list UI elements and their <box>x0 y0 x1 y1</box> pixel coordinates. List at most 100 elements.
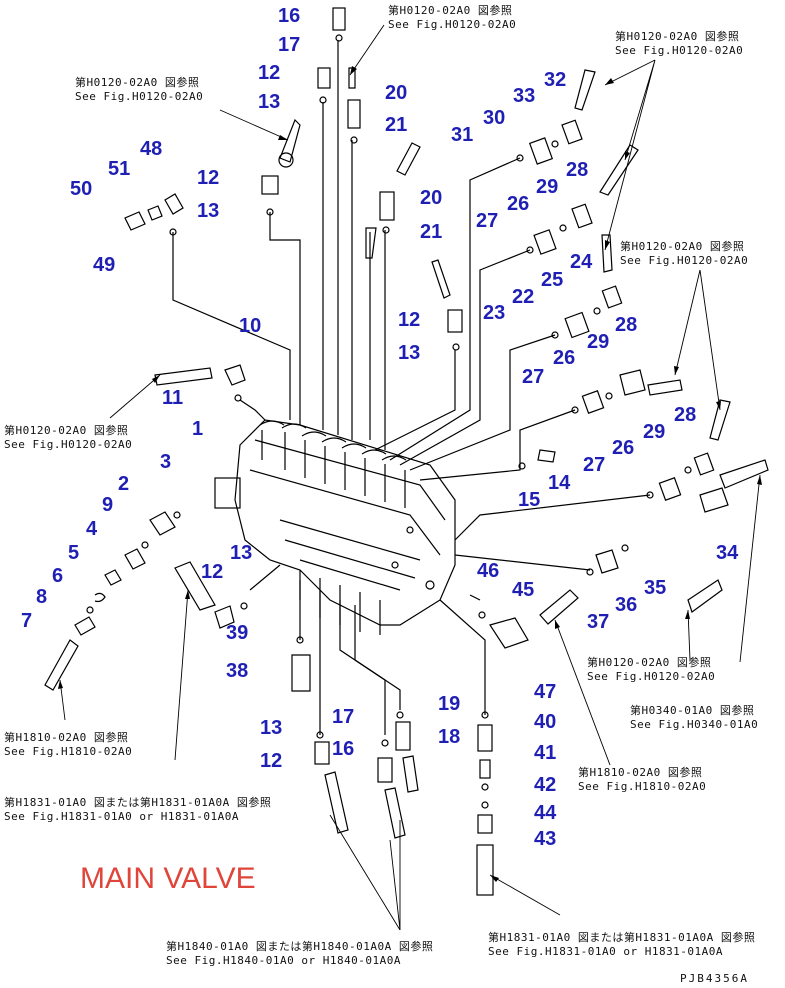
callout-9: 9 <box>102 494 114 516</box>
callout-3: 3 <box>160 451 172 473</box>
ref-en: See Fig.H0340-01A0 <box>630 718 759 731</box>
callout-26: 26 <box>612 437 635 459</box>
callout-29: 29 <box>643 421 666 443</box>
ref-jp: 第H1831-01A0 図または第H1831-01A0A 図参照 <box>4 796 272 809</box>
ref-en: See Fig.H1810-02A0 <box>4 745 133 758</box>
callout-29: 29 <box>587 331 610 353</box>
callout-20: 20 <box>385 82 408 104</box>
callout-17: 17 <box>332 706 355 728</box>
ref-h0340: 第H0340-01A0 図参照 See Fig.H0340-01A0 <box>630 704 758 732</box>
callout-48: 48 <box>140 138 163 160</box>
callout-35: 35 <box>644 577 667 599</box>
callout-12: 12 <box>260 750 283 772</box>
callout-4: 4 <box>86 518 98 540</box>
ref-en: See Fig.H0120-02A0 <box>587 670 716 683</box>
callout-23: 23 <box>483 302 506 324</box>
ref-jp: 第H1840-01A0 図または第H1840-01A0A 図参照 <box>166 940 434 953</box>
callout-8: 8 <box>36 586 48 608</box>
callout-15: 15 <box>518 489 541 511</box>
ref-h1810-right: 第H1810-02A0 図参照 See Fig.H1810-02A0 <box>578 766 706 794</box>
ref-jp: 第H0120-02A0 図参照 <box>75 76 200 89</box>
drawing-code: PJB4356A <box>680 972 749 985</box>
callout-1: 1 <box>192 418 204 440</box>
fittings <box>44 7 769 896</box>
ref-h1810-left: 第H1810-02A0 図参照 See Fig.H1810-02A0 <box>4 731 132 759</box>
callout-21: 21 <box>385 114 408 136</box>
callout-46: 46 <box>477 560 500 582</box>
callout-29: 29 <box>536 176 559 198</box>
callout-16: 16 <box>332 738 355 760</box>
ref-h0120-right-top: 第H0120-02A0 図参照 See Fig.H0120-02A0 <box>615 30 743 58</box>
callout-21: 21 <box>420 221 443 243</box>
ref-h1840: 第H1840-01A0 図または第H1840-01A0A 図参照 See Fig… <box>166 940 433 968</box>
callout-41: 41 <box>534 742 557 764</box>
ref-jp: 第H0120-02A0 図参照 <box>4 424 129 437</box>
callout-12: 12 <box>197 167 220 189</box>
callout-26: 26 <box>507 193 530 215</box>
ref-jp: 第H0120-02A0 図参照 <box>587 656 712 669</box>
callout-14: 14 <box>548 472 571 494</box>
ref-en: See Fig.H1810-02A0 <box>578 780 707 793</box>
ref-jp: 第H0120-02A0 図参照 <box>620 240 745 253</box>
ref-jp: 第H1810-02A0 図参照 <box>4 731 129 744</box>
callout-12: 12 <box>398 309 421 331</box>
leader-lines <box>59 24 761 931</box>
ref-en: See Fig.H1840-01A0 or H1840-01A0A <box>166 954 402 967</box>
ref-en: See Fig.H0120-02A0 <box>75 90 204 103</box>
callout-27: 27 <box>476 210 499 232</box>
callout-28: 28 <box>566 159 589 181</box>
callout-42: 42 <box>534 774 557 796</box>
callout-49: 49 <box>93 254 116 276</box>
ref-jp: 第H0340-01A0 図参照 <box>630 704 755 717</box>
callout-13: 13 <box>258 91 281 113</box>
callout-31: 31 <box>451 124 474 146</box>
callout-51: 51 <box>108 158 131 180</box>
callout-45: 45 <box>512 579 535 601</box>
callout-32: 32 <box>544 69 567 91</box>
callout-13: 13 <box>398 342 421 364</box>
callout-50: 50 <box>70 178 93 200</box>
callout-47: 47 <box>534 681 557 703</box>
callout-28: 28 <box>674 404 697 426</box>
callout-2: 2 <box>118 473 130 495</box>
callout-17: 17 <box>278 34 301 56</box>
callout-12: 12 <box>258 62 281 84</box>
callout-33: 33 <box>513 85 536 107</box>
callout-10: 10 <box>239 315 262 337</box>
ref-h0120-top: 第H0120-02A0 図参照 See Fig.H0120-02A0 <box>388 4 516 32</box>
callout-28: 28 <box>615 314 638 336</box>
callout-25: 25 <box>541 269 564 291</box>
callout-27: 27 <box>583 454 606 476</box>
ref-jp: 第H1831-01A0 図または第H1831-01A0A 図参照 <box>488 931 756 944</box>
callout-40: 40 <box>534 711 557 733</box>
ref-jp: 第H0120-02A0 図参照 <box>615 30 740 43</box>
ref-h0120-left-top: 第H0120-02A0 図参照 See Fig.H0120-02A0 <box>75 76 203 104</box>
callout-16: 16 <box>278 5 301 27</box>
pilot-lines <box>172 40 651 735</box>
callout-24: 24 <box>570 251 593 273</box>
callout-34: 34 <box>716 542 739 564</box>
callout-20: 20 <box>420 187 443 209</box>
arrowheads <box>58 66 762 882</box>
callout-39: 39 <box>226 622 249 644</box>
ref-jp: 第H1810-02A0 図参照 <box>578 766 703 779</box>
callout-44: 44 <box>534 802 557 824</box>
callout-13: 13 <box>230 542 253 564</box>
ref-en: See Fig.H0120-02A0 <box>4 438 133 451</box>
ref-h0120-right-mid: 第H0120-02A0 図参照 See Fig.H0120-02A0 <box>620 240 748 268</box>
callout-43: 43 <box>534 828 557 850</box>
callout-7: 7 <box>21 610 33 632</box>
callout-12: 12 <box>201 561 224 583</box>
ref-en: See Fig.H0120-02A0 <box>615 44 744 57</box>
callout-6: 6 <box>52 565 64 587</box>
ref-en: See Fig.H1831-01A0 or H1831-01A0A <box>488 945 724 958</box>
callout-36: 36 <box>615 594 638 616</box>
callout-26: 26 <box>553 347 576 369</box>
ref-h0120-right-low: 第H0120-02A0 図参照 See Fig.H0120-02A0 <box>587 656 715 684</box>
callout-5: 5 <box>68 542 80 564</box>
callout-22: 22 <box>512 286 535 308</box>
callout-38: 38 <box>226 660 249 682</box>
ref-h1831-right: 第H1831-01A0 図または第H1831-01A0A 図参照 See Fig… <box>488 931 755 959</box>
